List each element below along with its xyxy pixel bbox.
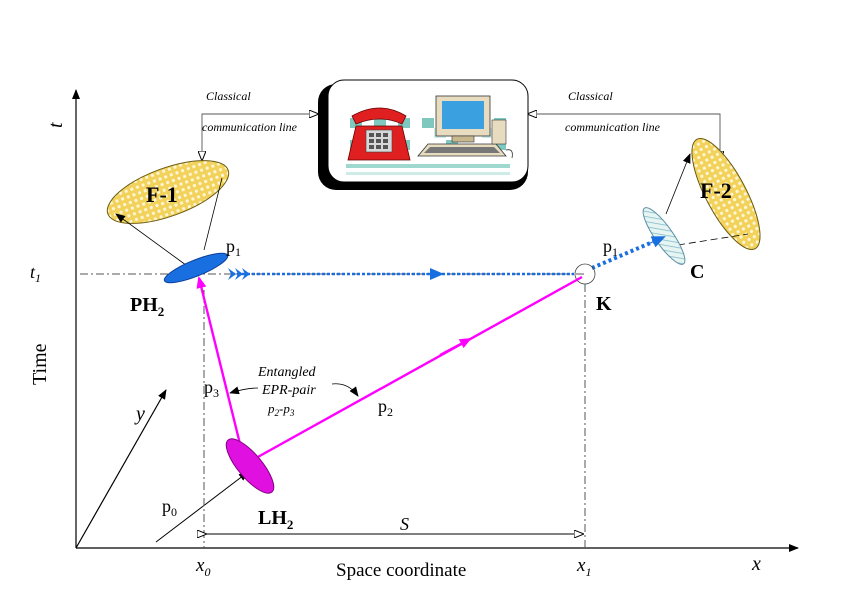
t1-label: t1 bbox=[30, 262, 41, 285]
lh2-element bbox=[225, 438, 275, 494]
entangled-label: Entangled EPR-pair p2-p3 bbox=[229, 365, 359, 418]
p3-label: p3 bbox=[204, 377, 219, 400]
y-axis bbox=[75, 389, 167, 549]
lh2-label: LH2 bbox=[258, 507, 293, 532]
magenta-paths bbox=[196, 275, 583, 460]
p3-path bbox=[196, 276, 244, 453]
f1-detector: F-1 bbox=[106, 160, 230, 269]
f2-label: F-2 bbox=[700, 178, 732, 203]
space-coordinate-label: Space coordinate bbox=[336, 560, 466, 581]
classical-left-line2: communication line bbox=[202, 120, 298, 134]
p1-left-label: p1 bbox=[226, 236, 241, 259]
distance-s: S bbox=[206, 514, 583, 534]
svg-text:p2-p3: p2-p3 bbox=[267, 401, 295, 418]
axes: t x y Time Space coordinate t1 x0 x1 bbox=[29, 89, 799, 581]
p0-label: p0 bbox=[162, 496, 177, 519]
p0-arrow bbox=[155, 471, 249, 543]
p2-path bbox=[255, 275, 583, 460]
ph2-element bbox=[163, 252, 229, 284]
classical-line-right bbox=[528, 114, 720, 160]
c-label: C bbox=[690, 261, 704, 283]
p1-path bbox=[228, 236, 666, 285]
classical-left-line1: Classical bbox=[206, 89, 251, 103]
telephone-icon bbox=[347, 107, 411, 161]
ph2-label: PH2 bbox=[130, 294, 164, 319]
y-axis-label: y bbox=[134, 403, 145, 425]
classical-right-line2: communication line bbox=[565, 120, 661, 134]
svg-text:Entangled: Entangled bbox=[257, 365, 317, 380]
classical-line-left bbox=[202, 114, 318, 160]
computer-icon bbox=[417, 95, 513, 159]
f2-detector: F-2 bbox=[665, 137, 761, 251]
f1-label: F-1 bbox=[146, 182, 178, 207]
k-node bbox=[574, 263, 596, 285]
classical-right-line1: Classical bbox=[568, 89, 613, 103]
time-label: Time bbox=[29, 343, 51, 385]
svg-text:EPR-pair: EPR-pair bbox=[261, 383, 316, 398]
p2-label: p2 bbox=[378, 396, 393, 419]
communication-box bbox=[318, 79, 529, 190]
k-label: K bbox=[596, 293, 612, 315]
p1-right-label: p1 bbox=[603, 236, 618, 259]
x-axis-label: x bbox=[751, 553, 761, 575]
x1-label: x1 bbox=[576, 555, 591, 579]
p2-arrow bbox=[439, 337, 472, 357]
x0-label: x0 bbox=[195, 555, 210, 579]
s-label: S bbox=[400, 514, 409, 534]
triple-chevron-icon bbox=[228, 268, 250, 280]
t-axis-label: t bbox=[45, 122, 67, 128]
